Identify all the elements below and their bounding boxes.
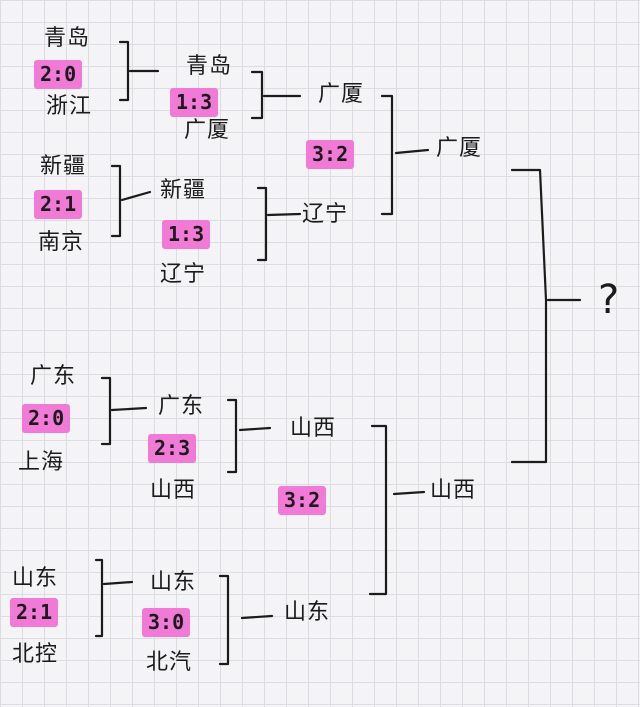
bracket-r1-4 — [94, 558, 104, 638]
r2-3-team-b: 山西 — [150, 478, 197, 503]
finalist-2: 山西 — [430, 478, 477, 503]
r1-2-score: 2:1 — [34, 190, 83, 219]
connector-r2-3 — [238, 426, 272, 432]
r1-3-team-a: 广东 — [30, 364, 77, 389]
r1-1-score: 2:0 — [34, 60, 83, 89]
semi-2-team-b: 山东 — [284, 600, 331, 625]
r2-2-team-b: 辽宁 — [160, 262, 207, 287]
r2-1-team-b: 广厦 — [184, 118, 231, 143]
r1-3-score: 2:0 — [22, 404, 71, 433]
semi-2-team-a: 山西 — [290, 416, 337, 441]
r2-3-team-a: 广东 — [158, 394, 205, 419]
r2-4-team-a: 山东 — [150, 570, 197, 595]
champion-question-mark: ? — [598, 277, 620, 323]
r2-4-team-b: 北汽 — [146, 650, 193, 675]
bracket-r1-2 — [110, 164, 122, 238]
r2-2-team-a: 新疆 — [160, 178, 207, 203]
connector-r1-3 — [110, 406, 148, 412]
r1-4-team-b: 北控 — [12, 642, 59, 667]
bracket-r1-1 — [118, 40, 130, 102]
bracket-r2-3 — [226, 398, 238, 474]
semi-1-team-a: 广厦 — [318, 82, 365, 107]
r2-1-team-a: 青岛 — [186, 54, 233, 79]
r1-3-team-b: 上海 — [18, 450, 65, 475]
connector-semi-2 — [392, 490, 426, 496]
finalist-1: 广厦 — [436, 136, 483, 161]
r2-2-score: 1:3 — [162, 220, 211, 249]
connector-r1-2 — [120, 190, 152, 202]
r2-1-score: 1:3 — [170, 88, 219, 117]
r1-2-team-a: 新疆 — [40, 154, 87, 179]
bracket-final — [510, 168, 548, 464]
r1-1-team-b: 浙江 — [46, 94, 93, 119]
r1-4-team-a: 山东 — [12, 566, 59, 591]
bracket-r2-2 — [256, 186, 268, 262]
connector-semi-1 — [394, 148, 430, 155]
r1-2-team-b: 南京 — [38, 230, 85, 255]
semi-1-score: 3:2 — [306, 140, 355, 169]
connector-r2-2 — [266, 212, 302, 217]
bracket-semi-2 — [368, 424, 388, 596]
r1-4-score: 2:1 — [10, 598, 59, 627]
connector-r2-4 — [240, 614, 274, 620]
bracket-r1-3 — [100, 376, 112, 446]
bracket-r2-4 — [218, 574, 230, 666]
semi-1-team-b: 辽宁 — [302, 202, 349, 227]
r2-4-score: 3:0 — [142, 608, 191, 637]
connector-r1-4 — [102, 580, 134, 586]
r2-3-score: 2:3 — [148, 434, 197, 463]
r1-1-team-a: 青岛 — [44, 26, 91, 51]
bracket-semi-1 — [380, 94, 394, 216]
bracket-r2-1 — [250, 70, 264, 120]
semi-2-score: 3:2 — [278, 486, 327, 515]
